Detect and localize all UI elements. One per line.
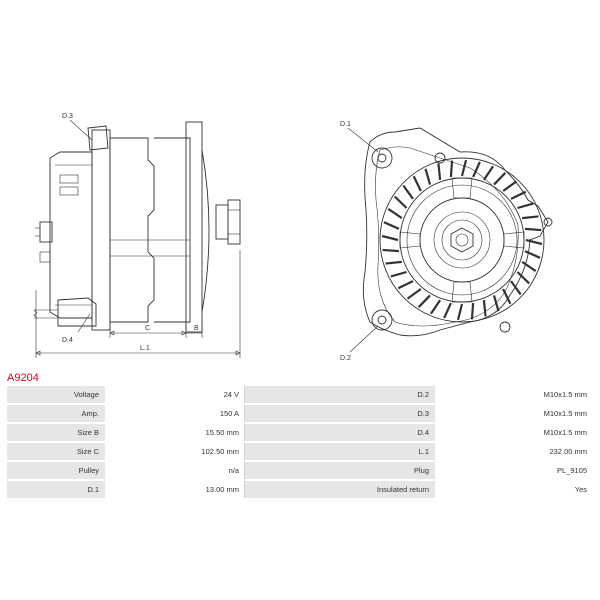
fan-slot — [381, 234, 399, 242]
fan-slot — [460, 159, 468, 177]
part-number: A9204 — [7, 372, 39, 384]
label-d2: D.2 — [340, 355, 351, 362]
fan-slot — [430, 299, 442, 315]
label-l1: L.1 — [140, 345, 150, 352]
fan-slot — [437, 163, 442, 180]
fan-slot — [417, 294, 431, 308]
spec-label: Size C — [7, 442, 105, 462]
spec-label: L.1 — [244, 442, 435, 462]
spec-label: D.4 — [244, 423, 435, 443]
fan-slot — [385, 260, 402, 265]
front-view — [362, 127, 553, 337]
spec-value: 232.00 mm — [435, 442, 592, 462]
side-view — [33, 119, 241, 358]
spec-value: 15.50 mm — [105, 423, 245, 443]
fan-slot — [390, 270, 407, 278]
spec-value: 24 V — [105, 386, 245, 405]
fan-slot — [383, 221, 400, 230]
fan-slot — [449, 160, 454, 178]
fan-slot — [516, 271, 530, 285]
alternator-technical-drawing: D.3 D.4 C B L.1 D.1 D.2 — [33, 113, 553, 362]
fan-slot — [412, 175, 422, 192]
fan-slot — [470, 302, 475, 320]
label-c: C — [145, 325, 150, 332]
fan-slot — [524, 250, 541, 259]
spec-value: Yes — [435, 480, 592, 500]
fan-slot — [493, 172, 507, 186]
fan-slot — [382, 248, 400, 253]
spec-label: Voltage — [7, 386, 105, 405]
fan-slot — [517, 202, 534, 210]
fan-slot — [510, 190, 527, 200]
fan-slot — [510, 280, 522, 296]
fan-slot — [394, 195, 408, 209]
fan-slot — [482, 300, 487, 317]
fan-slot — [492, 295, 500, 312]
fan-slot — [472, 161, 481, 178]
label-d3: D.3 — [62, 113, 73, 120]
fan-slot — [502, 288, 512, 305]
table-row: D.1 13.00 mm Insulated return Yes — [7, 480, 592, 500]
fan-slot — [424, 168, 432, 185]
table-row: Size C 102.50 mm L.1 232.00 mm — [7, 442, 592, 462]
spec-value: 102.50 mm — [105, 442, 245, 462]
fan-slot — [397, 280, 414, 290]
spec-value: M10x1.5 mm — [435, 404, 592, 424]
fan-slot — [502, 180, 518, 192]
spec-label: D.1 — [7, 480, 105, 500]
label-d1: D.1 — [340, 121, 351, 128]
spec-label: D.3 — [244, 404, 435, 424]
fan-slot — [482, 165, 494, 181]
spec-label: Plug — [244, 461, 435, 481]
table-row: Pulley n/a Plug PL_9105 — [7, 461, 592, 481]
fan-slot — [443, 302, 452, 319]
table-row: Size B 15.50 mm D.4 M10x1.5 mm — [7, 423, 592, 443]
fan-slot — [402, 184, 414, 200]
label-d4: D.4 — [62, 337, 73, 344]
fan-slot — [456, 303, 464, 321]
table-row: Amp. 150 A D.3 M10x1.5 mm — [7, 404, 592, 424]
spec-table: Voltage 24 V D.2 M10x1.5 mm Amp. 150 A D… — [7, 386, 592, 500]
spec-value: M10x1.5 mm — [435, 386, 592, 405]
spec-value: PL_9105 — [435, 461, 592, 481]
fan-slot — [522, 215, 539, 220]
table-row: Voltage 24 V D.2 M10x1.5 mm — [7, 386, 592, 405]
spec-label: Insulated return — [244, 480, 435, 500]
label-b: B — [194, 325, 199, 332]
spec-label: Amp. — [7, 404, 105, 424]
fan-slots — [381, 159, 543, 321]
spec-value: M10x1.5 mm — [435, 423, 592, 443]
spec-value: 150 A — [105, 404, 245, 424]
spec-value: 13.00 mm — [105, 480, 245, 500]
fan-slot — [406, 288, 422, 300]
fan-slot — [387, 208, 403, 220]
fan-slot — [521, 260, 537, 272]
spec-value: n/a — [105, 461, 245, 481]
fan-slot — [525, 238, 543, 246]
spec-label: Size B — [7, 423, 105, 443]
fan-slot — [524, 227, 542, 232]
spec-label: Pulley — [7, 461, 105, 481]
spec-label: D.2 — [244, 386, 435, 405]
